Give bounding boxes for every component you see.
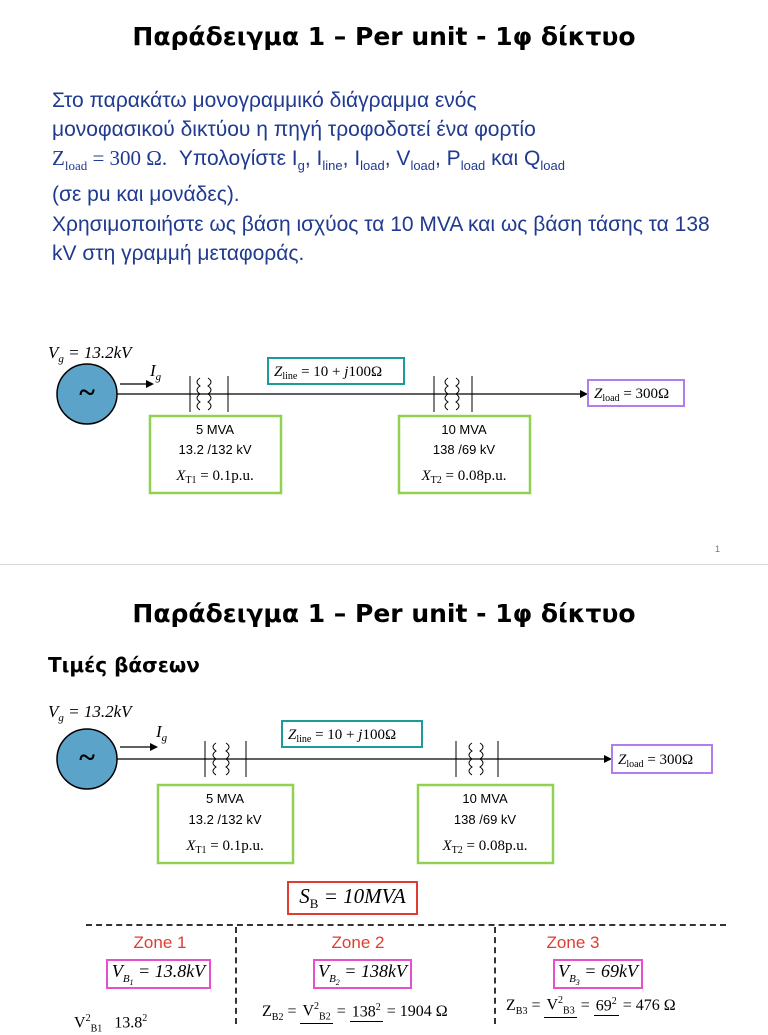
t2-box [416, 783, 555, 865]
problem-line-1: Στο παρακάτω μονογραμμικό διάγραμμα ενός [52, 89, 477, 112]
zline-box [281, 720, 423, 748]
zone-top-border [86, 924, 726, 926]
sb-box: SB = 10MVA [287, 881, 418, 915]
t2-ratio: 138 /69 kV [454, 812, 516, 827]
slide-2: Παράδειγμα 1 – Per unit - 1φ δίκτυο Τιμέ… [0, 565, 768, 1035]
problem-statement: Στο παρακάτω μονογραμμικό διάγραμμα ενός… [52, 86, 712, 209]
t2-rating: 10 MVA [441, 422, 487, 437]
base-instruction: Χρησιμοποιήστε ως βάση ισχύος τα 10 MVA … [52, 213, 710, 265]
t1-reactance: XT1 = 0.1p.u. [175, 468, 254, 486]
vb2-box: VB2 = 138kV [313, 959, 412, 989]
t2-reactance: XT2 = 0.08p.u. [421, 468, 507, 486]
t2-box [397, 414, 532, 495]
t1-ratio: 13.2 /132 kV [179, 442, 252, 457]
problem-line-4: (σε pu και μονάδες). [52, 183, 240, 207]
problem-line-3: Zload = 300 Ω. Υπολογίστε Ig, Iline, Ilo… [52, 144, 712, 180]
slide-divider [0, 564, 768, 565]
formula-zb3: ZB3 = V2B3 = 692 = 476 Ω [506, 995, 676, 1018]
zload-box [611, 744, 713, 774]
transformer-t1 [189, 376, 229, 412]
t2-reactance: XT2 = 0.08p.u. [442, 838, 528, 856]
zline-label: Zline = 10 + j100Ω [288, 727, 396, 745]
zload-label: Zload = 300Ω [594, 386, 669, 404]
zload-inline: Zload = 300 Ω. [52, 146, 168, 174]
load-arrow [604, 755, 612, 763]
ig-label: Ig [149, 361, 162, 383]
single-line-diagram-2: Vg = 13.2kV ~ Ig Zline = 10 + j100Ω Zloa… [48, 702, 713, 865]
t2-rating: 10 MVA [462, 791, 508, 806]
vg-label: Vg = 13.2kV [48, 343, 134, 365]
t1-box [156, 783, 295, 865]
zone-divider-2 [494, 927, 496, 1024]
t1-ratio: 13.2 /132 kV [189, 812, 262, 827]
vb1-box: VB1 = 13.8kV [106, 959, 211, 989]
t1-rating: 5 MVA [196, 422, 234, 437]
zone-1-label: Zone 1 [133, 933, 187, 952]
single-line-diagram: Vg = 13.2kV ~ Ig Zline = 10 + j100Ω [48, 343, 685, 495]
problem-line-2: μονοφασικού δικτύου η πηγή τροφοδοτεί έν… [52, 118, 536, 141]
formula-zb2: ZB2 = V2B2 = 1382 = 1904 Ω [262, 1001, 448, 1024]
zone-2-label: Zone 2 [331, 933, 385, 952]
transformer-t2 [433, 376, 473, 412]
section-heading: Τιμές βάσεων [48, 653, 200, 677]
transformer-t2 [455, 741, 499, 777]
t2-ratio: 138 /69 kV [433, 442, 495, 457]
calc-request: Υπολογίστε Ig, Iline, Iload, Vload, Ploa… [173, 147, 565, 174]
zone-divider-1 [235, 927, 237, 1024]
t1-reactance: XT1 = 0.1p.u. [185, 838, 264, 856]
vg-label: Vg = 13.2kV [48, 702, 134, 724]
vb3-box: VB3 = 69kV [553, 959, 643, 989]
slide-1: Παράδειγμα 1 – Per unit - 1φ δίκτυο Στο … [48, 22, 720, 554]
page-number: 1 [714, 544, 720, 554]
ig-arrow-head [150, 743, 158, 751]
ig-label: Ig [155, 722, 168, 744]
zline-box [267, 357, 405, 385]
slide-title: Παράδειγμα 1 – Per unit - 1φ δίκτυο [132, 22, 636, 51]
load-arrow [580, 390, 588, 398]
ig-arrow-head [146, 380, 154, 388]
zload-box [587, 379, 685, 407]
transformer-t1 [204, 741, 247, 777]
slide-title: Παράδειγμα 1 – Per unit - 1φ δίκτυο [132, 599, 636, 628]
source-symbol: ~ [79, 376, 95, 409]
source-symbol: ~ [79, 741, 95, 774]
zone-3-label: Zone 3 [546, 933, 600, 952]
t1-box [148, 414, 283, 495]
zline-label: Zline = 10 + j100Ω [274, 364, 382, 382]
t1-rating: 5 MVA [206, 791, 244, 806]
